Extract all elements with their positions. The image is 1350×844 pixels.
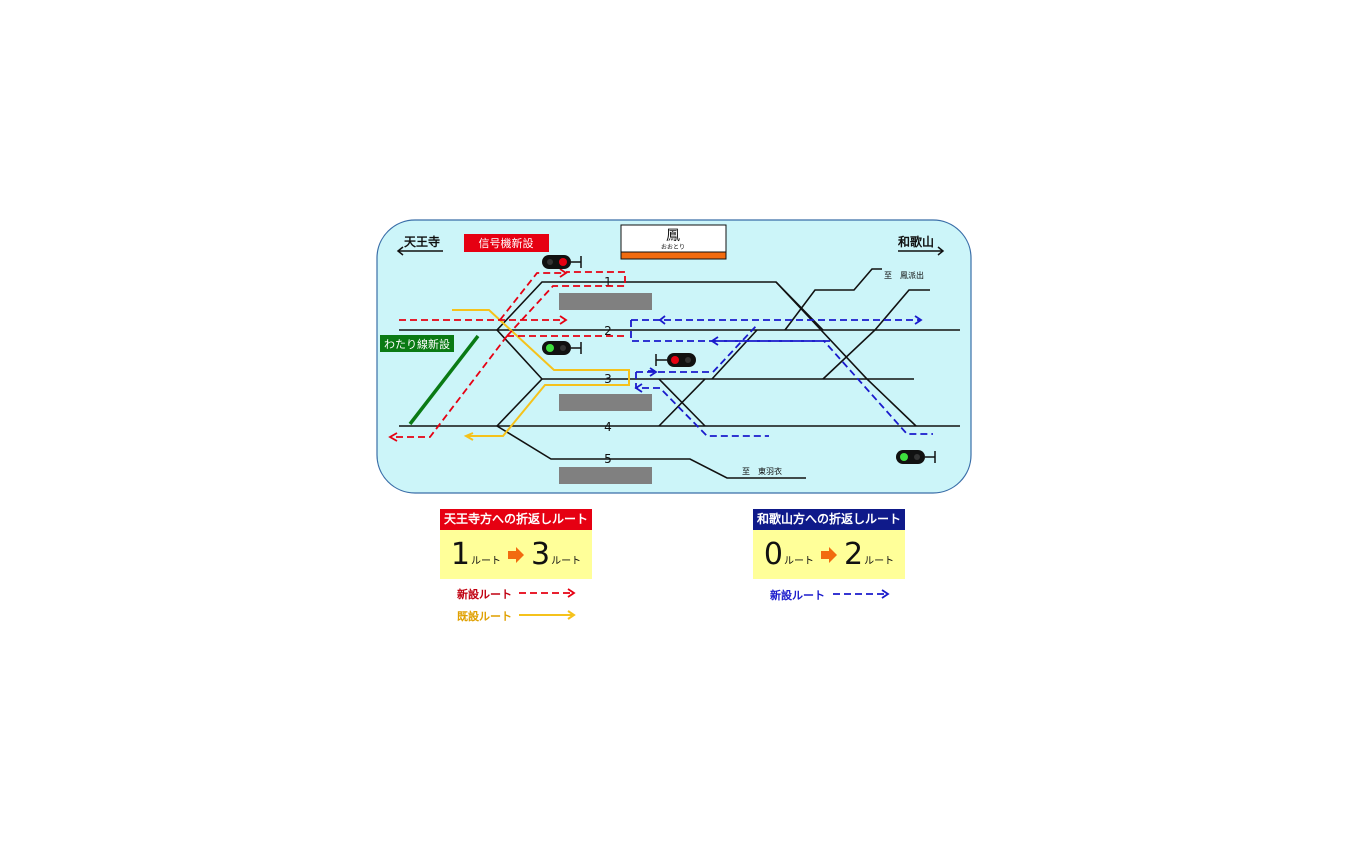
blue-arrowhead <box>634 383 643 393</box>
track-number-3: 3 <box>604 372 612 386</box>
blue-arrowhead <box>710 336 719 346</box>
signal-new-callout <box>464 234 549 252</box>
key-red-new-route-label: 新設ルート <box>457 588 512 601</box>
direction-wakayama-label: 和歌山 <box>897 234 934 249</box>
station-reading: おおとり <box>661 244 685 251</box>
track-number-4: 4 <box>604 420 612 434</box>
legend-tennoji-title: 天王寺方への折返しルート <box>440 509 592 530</box>
crossover-new-track <box>408 334 480 426</box>
signal-green-left <box>542 341 582 355</box>
legend-wakayama-from-number: 0 <box>763 536 783 572</box>
platform-3-4 <box>559 394 652 411</box>
red-arrowhead <box>559 268 568 278</box>
platform-5 <box>559 467 652 484</box>
key-yellow-solid-line <box>519 610 576 620</box>
red-arrowhead <box>559 315 568 325</box>
track-lines <box>399 268 960 479</box>
orange-arrow-icon <box>821 546 837 563</box>
route-new-red <box>392 271 627 438</box>
track-number-1: 1 <box>604 275 612 289</box>
legend-tennoji-to-number: 3 <box>531 536 551 572</box>
branch-higashihagoromo-label: 至 東羽衣 <box>742 466 782 476</box>
legend-tennoji-to-unit: ルート <box>551 556 582 567</box>
branch-depot-label: 至 鳳派出 <box>884 270 924 280</box>
signal-new-label: 信号機新設 <box>479 236 534 250</box>
signal-green-right <box>896 450 936 464</box>
key-red-dashed-line <box>519 588 576 598</box>
red-arrowhead <box>388 432 398 442</box>
key-blue-dashed-line <box>833 589 890 599</box>
legend-tennoji-body: 1 ルート 3 ルート <box>440 530 592 579</box>
legend-wakayama-to-number: 2 <box>844 536 864 572</box>
station-name: 鳳 <box>666 228 680 244</box>
direction-wakayama-arrow <box>898 246 945 256</box>
legend-wakayama-to-unit: ルート <box>864 556 895 567</box>
direction-tennoji-label: 天王寺 <box>404 234 440 249</box>
blue-arrowhead <box>649 367 658 377</box>
legend-wakayama-body: 0 ルート 2 ルート <box>753 530 905 579</box>
blue-arrowhead <box>658 315 666 325</box>
blue-arrowhead <box>914 315 923 325</box>
legend-wakayama-title: 和歌山方への折返しルート <box>753 509 905 530</box>
legend-tennoji: 天王寺方への折返しルート 1 ルート 3 ルート <box>440 509 592 579</box>
station-sign: 鳳 おおとり <box>620 224 727 260</box>
route-new-blue <box>630 319 933 437</box>
key-yellow-existing-route-label: 既設ルート <box>457 610 512 623</box>
crossover-new-label: わたり線新設 <box>384 337 450 351</box>
crossover-new-callout <box>380 335 454 352</box>
track-number-2: 2 <box>604 324 612 338</box>
key-blue-new-route-label: 新設ルート <box>770 589 825 602</box>
signal-red-middle <box>655 353 696 367</box>
legend-tennoji-from-unit: ルート <box>471 556 501 567</box>
legend-tennoji-from-number: 1 <box>450 536 470 572</box>
direction-tennoji-arrow <box>396 246 443 256</box>
platform-1-2 <box>559 293 652 310</box>
legend-wakayama: 和歌山方への折返しルート 0 ルート 2 ルート <box>753 509 905 579</box>
track-number-5: 5 <box>604 452 612 466</box>
legend-wakayama-from-unit: ルート <box>784 556 814 567</box>
signal-red-top <box>542 255 582 269</box>
orange-arrow-icon <box>508 546 524 563</box>
